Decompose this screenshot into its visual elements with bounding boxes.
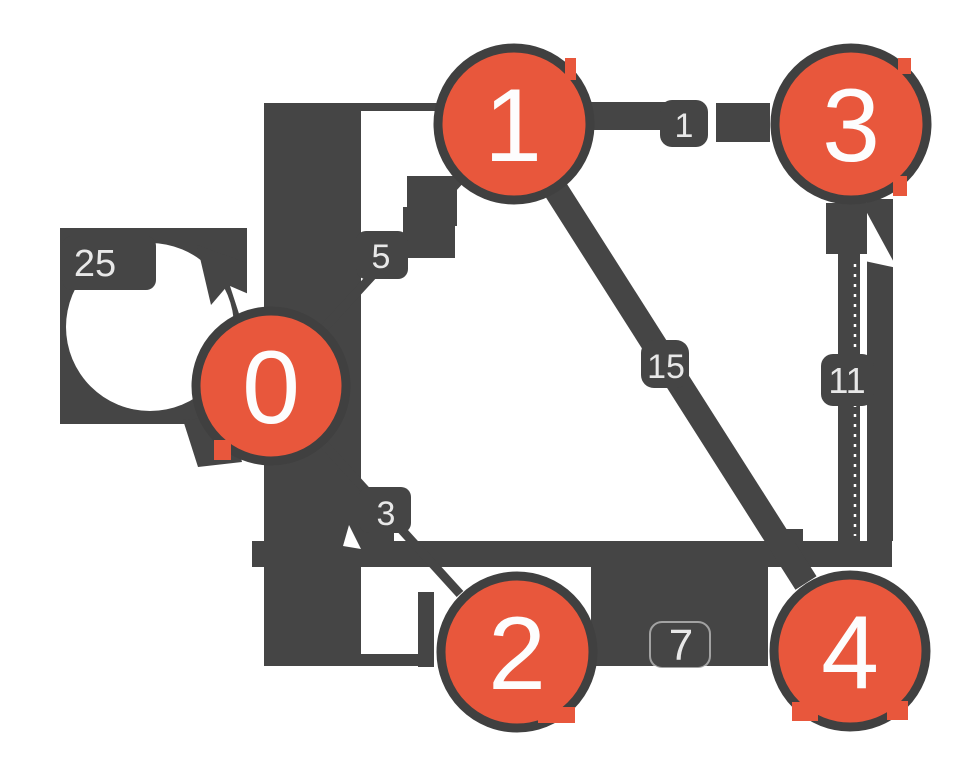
edge-0-0-arrow-gap — [230, 286, 258, 326]
edge-1-4-end-cap — [773, 529, 803, 543]
edge-0-2-arrow-gap — [343, 525, 361, 549]
node-3[interactable]: 3 — [770, 43, 932, 205]
node-0[interactable]: 0 — [191, 306, 351, 466]
node-2[interactable]: 2 — [436, 571, 598, 733]
node-3-corner-notch-top — [898, 58, 911, 74]
node-4-corner-notch-left — [792, 702, 818, 721]
node-2-corner-notch — [538, 707, 575, 723]
node-1-corner-notch — [565, 58, 576, 80]
edge-1-3-weight-box[interactable] — [660, 100, 708, 147]
edge-1-4-weight-box[interactable] — [641, 340, 689, 388]
edge-0-1-weight-label: 5 — [372, 238, 391, 276]
edge-0-1-arrowhead-base — [403, 207, 455, 258]
node-0-label: 0 — [242, 330, 300, 446]
edge-4-3[interactable]: 11 — [821, 199, 897, 541]
node-3-circle[interactable] — [770, 43, 932, 205]
edge-0-0-weight-box[interactable] — [62, 236, 156, 290]
edge-2-4-weight-label: 7 — [669, 621, 693, 670]
node-1[interactable]: 1 — [433, 43, 595, 205]
edge-1-4-weight-label: 15 — [647, 348, 685, 386]
node-3-corner-notch-bottom — [893, 176, 907, 196]
node2-left-stub-segment[interactable] — [418, 592, 434, 667]
node-1-label: 1 — [484, 68, 542, 184]
node-4-circle[interactable] — [769, 570, 931, 732]
edge-0-2-weight-label: 3 — [377, 495, 396, 533]
edge-0-0-weight-label: 25 — [74, 243, 116, 285]
node-2-circle[interactable] — [436, 571, 598, 733]
edge-4-3-weight-label: 11 — [828, 360, 865, 401]
edge-4-3-arrow-gap — [860, 200, 897, 268]
node-3-label: 3 — [822, 68, 880, 184]
edge-1-3-arrowhead-icon — [716, 103, 770, 142]
node-4-corner-notch-right — [887, 701, 908, 720]
edge-2-4[interactable]: 7 — [591, 566, 768, 670]
node-4-label: 4 — [821, 595, 879, 711]
edge-0-0-arrowhead-icon — [197, 245, 247, 305]
node-0-circle[interactable] — [191, 306, 351, 466]
node-0-corner-notch — [214, 440, 231, 460]
top-horizontal-segment[interactable] — [353, 103, 437, 111]
edge-0-2-weight-box[interactable] — [359, 487, 411, 533]
edge-1-3-shaft[interactable] — [590, 102, 666, 130]
edge-1-3-weight-label: 1 — [675, 107, 694, 145]
node-4[interactable]: 4 — [769, 570, 931, 732]
edge-4-3-weight-box[interactable] — [821, 354, 874, 406]
bottom-horizontal-segment[interactable] — [356, 654, 434, 666]
edge-1-3[interactable]: 1 — [590, 100, 770, 147]
edge-1-4[interactable]: 15 — [503, 117, 817, 590]
edge-0-1-weight-box[interactable] — [356, 231, 408, 279]
edge-4-3-arrowhead-icon — [826, 203, 867, 254]
node-2-label: 2 — [488, 596, 546, 712]
edge-0-0[interactable]: 25 — [60, 228, 258, 467]
edge-2-4-weight-box[interactable] — [649, 621, 711, 669]
node-1-circle[interactable] — [433, 43, 595, 205]
